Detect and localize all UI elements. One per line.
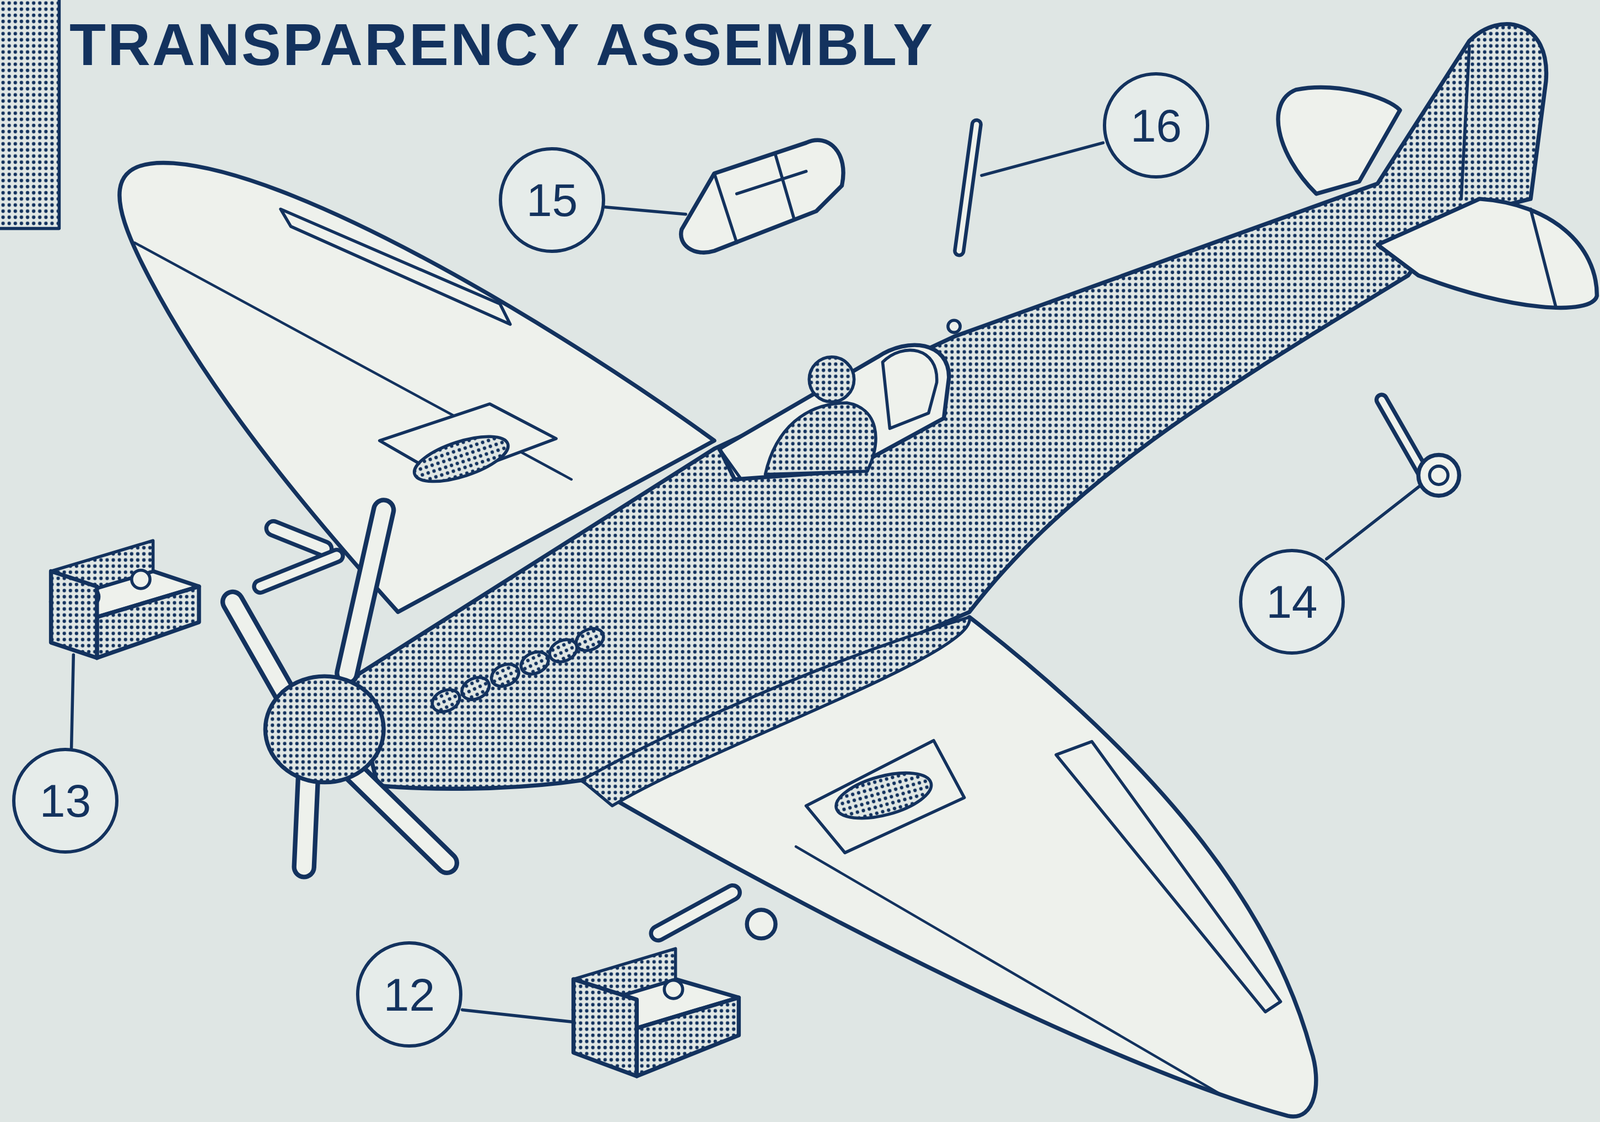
halftone-strip <box>0 0 59 229</box>
propeller-blade <box>232 509 447 867</box>
aerial-mast <box>959 124 977 252</box>
leader-line <box>1326 485 1421 559</box>
leader-line <box>71 654 74 748</box>
panel-line <box>795 846 1225 1097</box>
cannon <box>273 528 325 549</box>
exhaust <box>517 647 553 678</box>
cockpit-opening <box>719 345 950 480</box>
roundel <box>409 427 514 492</box>
exhaust <box>487 660 523 691</box>
callout-circle: 13 <box>12 747 119 855</box>
cannon-fairing <box>746 909 776 939</box>
cannon <box>658 892 733 934</box>
aileron <box>1056 741 1281 1012</box>
callout-circle: 15 <box>498 147 606 254</box>
callout-number: 16 <box>1130 102 1182 149</box>
control-column <box>1381 400 1423 472</box>
aerial-mast <box>959 124 977 252</box>
wing <box>581 617 1317 1117</box>
windscreen-frame <box>719 448 740 478</box>
cannon <box>273 528 325 549</box>
callout-number: 13 <box>39 777 91 824</box>
cannon <box>260 556 337 587</box>
bracket-end-wall <box>51 571 98 659</box>
headrest <box>882 349 937 429</box>
bracket-front-wall <box>97 586 199 659</box>
control-column-ball <box>1429 466 1448 485</box>
pilot-head <box>809 357 854 402</box>
tailplane <box>1377 198 1597 308</box>
bracket-front-wall <box>636 997 739 1077</box>
roundel <box>831 764 936 828</box>
bracket-part <box>573 948 739 1076</box>
canopy-part <box>681 139 844 253</box>
cannon <box>658 892 733 934</box>
canopy-frame <box>714 154 807 243</box>
control-column-ball <box>1418 455 1459 497</box>
spinner <box>265 676 384 783</box>
bracket-end-wall <box>573 979 637 1077</box>
exhaust <box>458 673 493 704</box>
pilot-body <box>765 402 876 475</box>
exhaust <box>572 624 608 655</box>
exhaust-stacks <box>428 624 608 717</box>
diagram-title: TRANSPARENCY ASSEMBLY <box>69 12 935 78</box>
aileron <box>280 208 511 325</box>
fin-line <box>1461 45 1470 199</box>
exhaust <box>428 685 464 716</box>
elevator-line <box>1530 208 1556 309</box>
callout-number: 14 <box>1266 578 1318 626</box>
bracket-peg <box>131 570 150 589</box>
propeller-blade <box>232 509 447 867</box>
callout-number: 15 <box>526 176 578 224</box>
aerial-base <box>947 320 961 333</box>
roundel-panel <box>806 740 965 854</box>
cannon <box>260 556 337 587</box>
callout-circle: 14 <box>1238 548 1346 656</box>
leader-line <box>462 1009 574 1022</box>
leader-line <box>981 142 1103 176</box>
callout-circle: 12 <box>356 941 463 1048</box>
control-column <box>1381 400 1423 472</box>
callout-number: 12 <box>383 971 435 1018</box>
callout-circle: 16 <box>1102 72 1210 179</box>
bracket-part <box>51 540 199 659</box>
leader-line <box>605 207 686 215</box>
bracket-peg <box>664 980 683 999</box>
